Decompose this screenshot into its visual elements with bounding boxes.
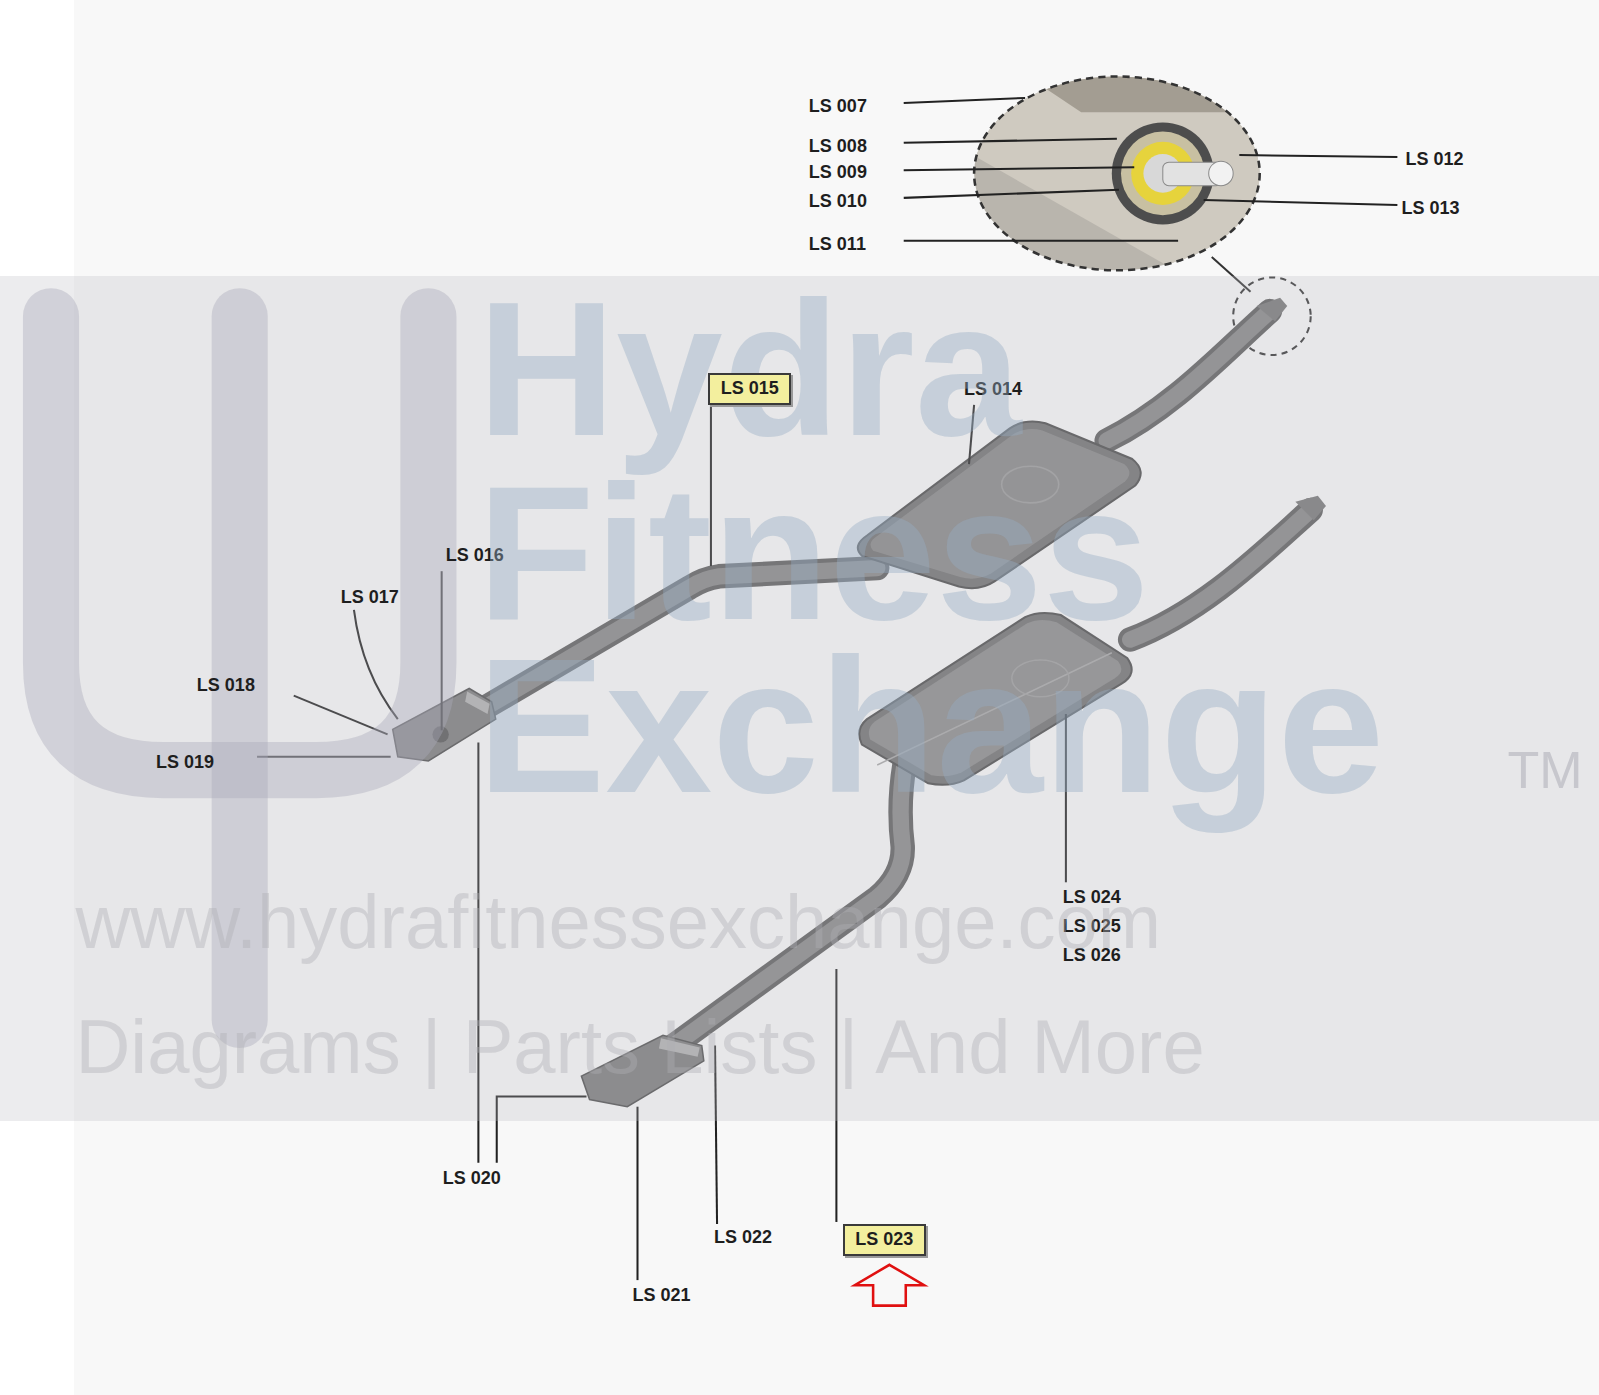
callout-number: LS 009 [809, 162, 867, 183]
callout-number: LS 011 [809, 233, 866, 254]
callout-number: LS 017 [341, 586, 399, 607]
leader-line [904, 167, 1135, 170]
inset-detail [969, 71, 1275, 280]
callout-number: LS 022 [714, 1227, 772, 1248]
highlighted-callout: LS 015 [708, 373, 791, 405]
callout-number: LS 023 [855, 1230, 913, 1250]
callout-number: LS 019 [156, 751, 214, 772]
callout-number: LS 021 [632, 1285, 690, 1306]
callout-number: LS 010 [809, 190, 867, 211]
callout-number: LS 013 [1401, 198, 1459, 219]
callout-number: LS 020 [443, 1168, 501, 1189]
pointer-arrow [855, 1265, 924, 1306]
callout-number: LS 018 [197, 675, 255, 696]
leader-line [904, 98, 1025, 103]
leader-line [1239, 155, 1397, 157]
plate-face [969, 71, 1275, 280]
leader-line [904, 190, 1119, 198]
leader-line [904, 240, 1178, 242]
callout-number: LS 007 [809, 96, 867, 117]
bolt-end [1209, 161, 1233, 185]
leader-line [904, 139, 1117, 143]
highlighted-callout: LS 023 [843, 1224, 926, 1256]
callout-number: LS 008 [809, 135, 867, 156]
callout-number: LS 012 [1406, 149, 1464, 170]
leader-line [636, 1107, 638, 1280]
leader-line [1204, 200, 1398, 205]
watermark-text: Fitness [477, 457, 1149, 649]
watermark-text: www.hydrafitnessexchange.com [75, 878, 1161, 965]
watermark-text: Exchange [477, 630, 1384, 822]
watermark-text: Diagrams | Parts Lists | And More [75, 1002, 1204, 1089]
callout-number: LS 015 [721, 379, 779, 399]
watermark-text: TM [1508, 740, 1583, 800]
watermark-text: Hydra [477, 273, 1021, 465]
